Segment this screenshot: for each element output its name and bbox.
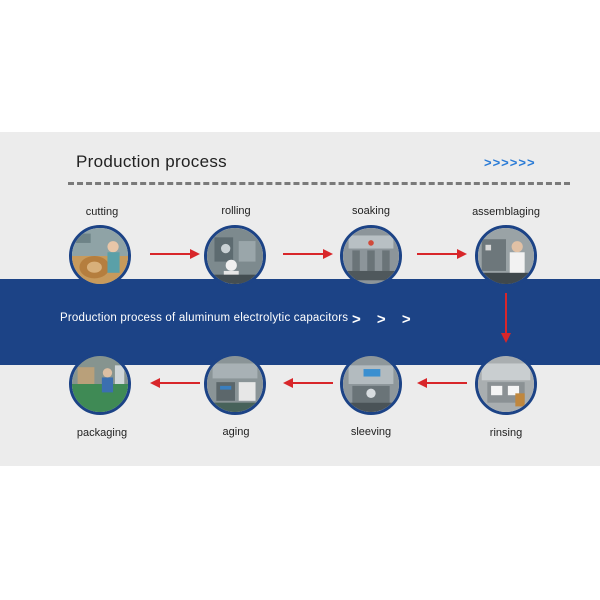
step-label: soaking <box>352 205 390 217</box>
step-assemblaging: assemblaging <box>446 206 566 218</box>
assemblaging-photo <box>475 225 537 287</box>
arrow-right-icon <box>417 249 467 259</box>
step-packaging: packaging <box>42 427 162 439</box>
step-soaking: soaking <box>311 205 431 217</box>
soaking-photo <box>340 225 402 287</box>
arrow-down-icon <box>501 293 511 343</box>
cutting-photo <box>69 225 131 287</box>
rinsing-photo <box>475 353 537 415</box>
step-aging: aging <box>176 426 296 438</box>
arrow-left-icon <box>283 378 333 388</box>
header-chevrons: >>>>>> <box>484 155 536 170</box>
step-label: cutting <box>85 206 119 218</box>
arrow-right-icon <box>150 249 200 259</box>
dashed-divider <box>68 182 570 185</box>
page-title: Production process <box>76 152 227 171</box>
step-label: aging <box>222 426 250 438</box>
arrow-left-icon <box>150 378 200 388</box>
step-sleeving: sleeving <box>311 426 431 438</box>
band-chevrons: > > > <box>352 311 417 328</box>
aging-photo <box>204 353 266 415</box>
step-label: rinsing <box>489 427 523 439</box>
sleeving-photo <box>340 353 402 415</box>
rolling-photo <box>204 225 266 287</box>
step-rinsing: rinsing <box>446 427 566 439</box>
step-label: packaging <box>76 427 128 439</box>
blue-band <box>0 279 600 365</box>
step-cutting: cutting <box>42 206 162 218</box>
packaging-photo <box>69 353 131 415</box>
step-label: rolling <box>221 205 251 217</box>
step-label: sleeving <box>350 426 392 438</box>
step-label: assemblaging <box>472 206 540 218</box>
band-caption: Production process of aluminum electroly… <box>60 312 349 324</box>
arrow-right-icon <box>283 249 333 259</box>
arrow-left-icon <box>417 378 467 388</box>
step-rolling: rolling <box>176 205 296 217</box>
